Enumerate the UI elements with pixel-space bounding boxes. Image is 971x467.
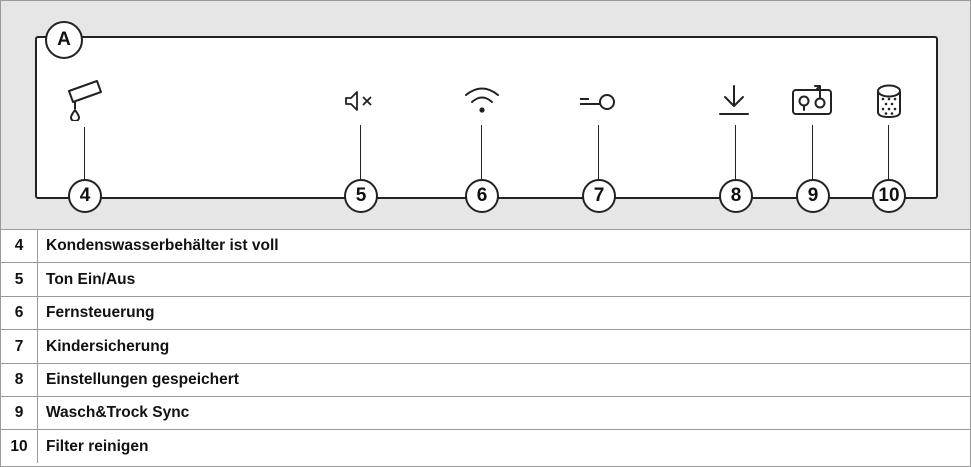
table-row: 5 Ton Ein/Aus <box>1 262 970 297</box>
wifi-icon <box>465 87 499 113</box>
speaker-mute-icon <box>345 91 372 111</box>
callout-badge-9: 9 <box>796 179 830 213</box>
callout-badge-6: 6 <box>465 179 499 213</box>
table-row: 7 Kindersicherung <box>1 329 970 364</box>
leader-line-4 <box>84 127 85 179</box>
row-description: Kindersicherung <box>37 329 970 364</box>
callout-badge-8: 8 <box>719 179 753 213</box>
row-description: Einstellungen gespeichert <box>37 362 970 397</box>
leader-line-8 <box>735 125 736 179</box>
table-row: 4 Kondenswasserbehälter ist voll <box>1 230 970 263</box>
leader-line-7 <box>598 125 599 179</box>
row-number: 9 <box>1 395 38 430</box>
leader-line-5 <box>360 125 361 179</box>
row-number: 7 <box>1 329 38 364</box>
sync-icon <box>792 85 832 115</box>
row-description: Ton Ein/Aus <box>37 262 970 297</box>
row-number: 6 <box>1 295 38 330</box>
row-description: Kondenswasserbehälter ist voll <box>46 237 279 255</box>
row-number: 8 <box>1 362 38 397</box>
leader-line-9 <box>812 125 813 179</box>
panel-label-badge: A <box>45 21 83 59</box>
table-row: 9 Wasch&Trock Sync <box>1 395 970 430</box>
callout-badge-10: 10 <box>872 179 906 213</box>
panel-frame <box>35 36 938 199</box>
row-description: Wasch&Trock Sync <box>37 395 970 430</box>
row-description: Filter reinigen <box>37 429 970 463</box>
row-description: Fernsteuerung <box>37 295 970 330</box>
key-lock-icon <box>580 94 615 110</box>
leader-line-10 <box>888 125 889 179</box>
row-number: 10 <box>1 429 38 463</box>
row-number: 5 <box>1 262 38 297</box>
table-row: 8 Einstellungen gespeichert <box>1 362 970 397</box>
callout-badge-4: 4 <box>68 179 102 213</box>
download-icon <box>719 85 749 115</box>
callout-badge-5: 5 <box>344 179 378 213</box>
table-row: 6 Fernsteuerung <box>1 295 970 330</box>
row-number: 4 <box>1 230 38 263</box>
control-panel-diagram: A <box>1 1 970 230</box>
callout-badge-7: 7 <box>582 179 616 213</box>
filter-icon <box>877 84 901 118</box>
water-drop-container-icon <box>68 80 102 121</box>
table-row: 10 Filter reinigen <box>1 429 970 463</box>
leader-line-6 <box>481 125 482 179</box>
legend-table: 4 Kondenswasserbehälter ist voll 5 Ton E… <box>1 230 970 463</box>
